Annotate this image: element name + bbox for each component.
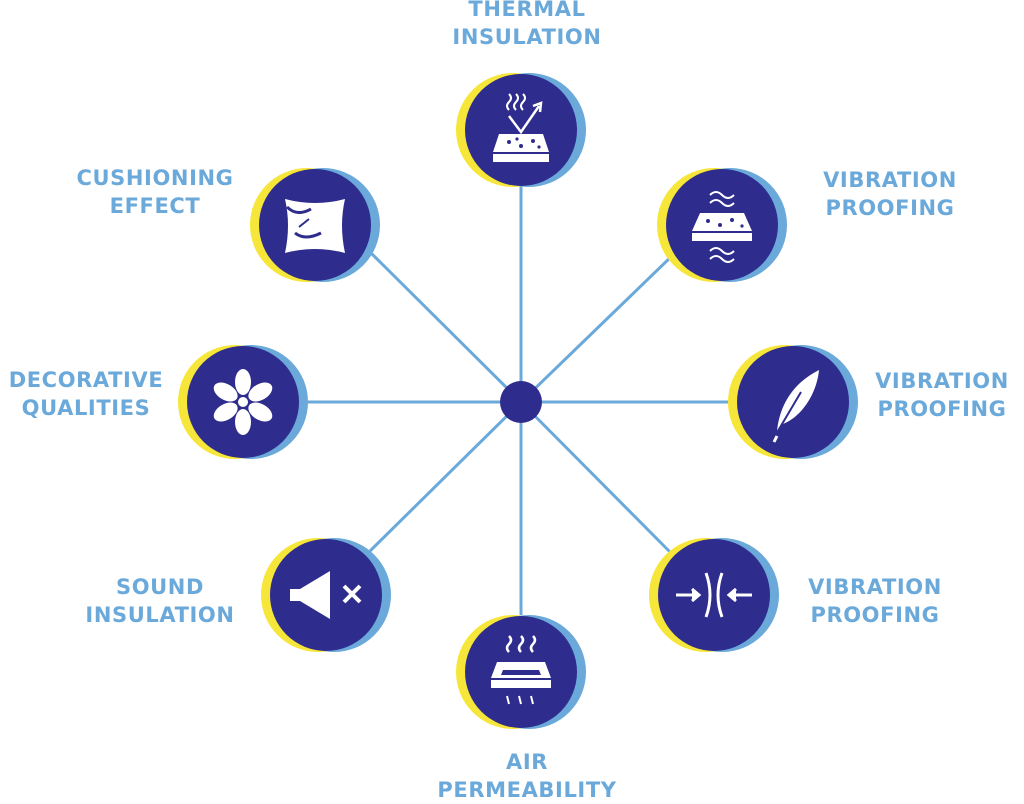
node-sound [261, 538, 391, 652]
label-line: PERMEABILITY [437, 778, 617, 802]
label-line: PROOFING [877, 397, 1007, 421]
label-line: DECORATIVE [8, 368, 164, 392]
center-hub [500, 381, 542, 423]
node-cushion [250, 168, 380, 282]
node-vib1 [657, 168, 787, 282]
connector-sound [368, 400, 523, 553]
node-vib3 [649, 538, 779, 652]
label-air: AIR PERMEABILITY [412, 748, 642, 804]
foam-heat-reflect-icon [493, 93, 549, 162]
connector-vib3 [519, 400, 672, 554]
label-line: VIBRATION [808, 575, 942, 599]
label-decor: DECORATIVE QUALITIES [0, 366, 172, 422]
node-thermal [456, 73, 586, 187]
label-line: EFFECT [109, 194, 201, 218]
label-line: PROOFING [810, 603, 940, 627]
label-line: THERMAL [468, 0, 586, 21]
label-cushion: CUSHIONING EFFECT [40, 164, 270, 220]
pillow-icon [285, 199, 345, 253]
label-line: INSULATION [85, 603, 235, 627]
connector-cushion [369, 251, 523, 404]
label-line: INSULATION [452, 25, 602, 49]
connector-vib1 [519, 251, 677, 404]
air-flow-foam-icon [491, 635, 551, 705]
node-vib2 [728, 345, 858, 459]
flower-icon [213, 369, 273, 435]
label-line: CUSHIONING [76, 166, 234, 190]
label-line: VIBRATION [823, 168, 957, 192]
label-line: AIR [505, 750, 549, 774]
node-air [456, 615, 586, 729]
label-thermal: THERMAL INSULATION [412, 0, 642, 51]
feather-icon [772, 370, 819, 443]
connectors [305, 185, 737, 615]
muted-speaker-icon [290, 571, 362, 619]
label-vib2: VIBRATION PROOFING [860, 367, 1024, 423]
foam-waves-icon [692, 191, 752, 263]
label-vib1: VIBRATION PROOFING [775, 166, 1005, 222]
label-line: QUALITIES [21, 396, 151, 420]
label-line: VIBRATION [875, 369, 1009, 393]
label-vib3: VIBRATION PROOFING [770, 573, 980, 629]
label-line: PROOFING [825, 196, 955, 220]
node-decor [178, 345, 308, 459]
label-sound: SOUND INSULATION [60, 573, 260, 629]
label-line: SOUND [115, 575, 205, 599]
compression-arrows-icon [676, 572, 752, 618]
